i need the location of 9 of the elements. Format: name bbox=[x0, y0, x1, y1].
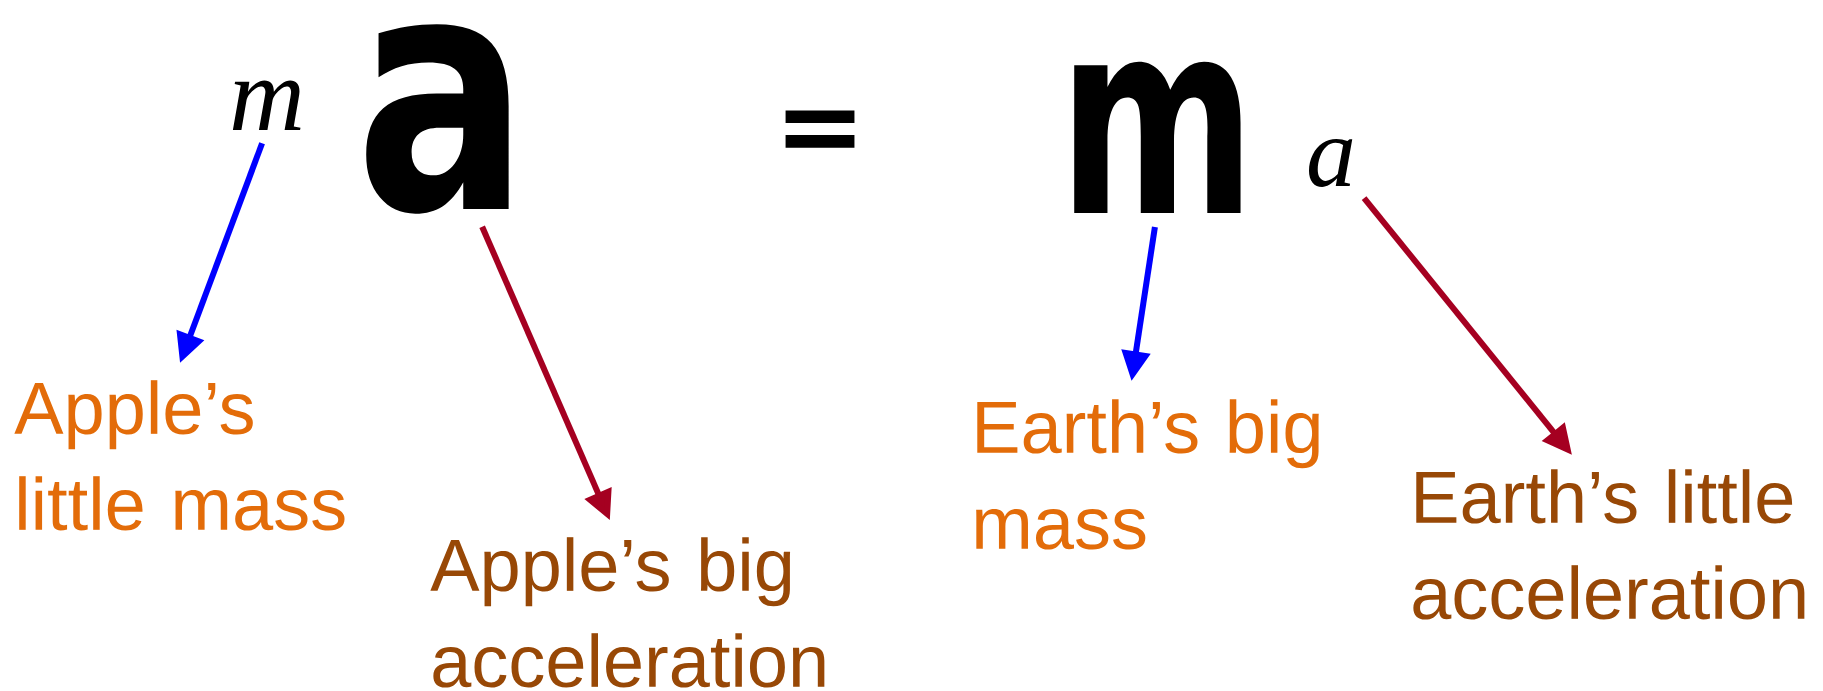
annotation-label: Apple’s little mass bbox=[14, 380, 345, 531]
annotation-label: Earth’s little acceleration bbox=[1413, 469, 1805, 620]
annotation-label: Earth’s big mass bbox=[976, 399, 1319, 550]
variable-letter: m bbox=[232, 80, 301, 130]
equals-sign: = bbox=[785, 110, 855, 148]
variable-letter: a bbox=[366, 24, 509, 214]
annotation-label: Apple’s big acceleration bbox=[430, 537, 825, 688]
variable-letter: m bbox=[1074, 61, 1241, 213]
variable-letter: a bbox=[1309, 138, 1353, 187]
